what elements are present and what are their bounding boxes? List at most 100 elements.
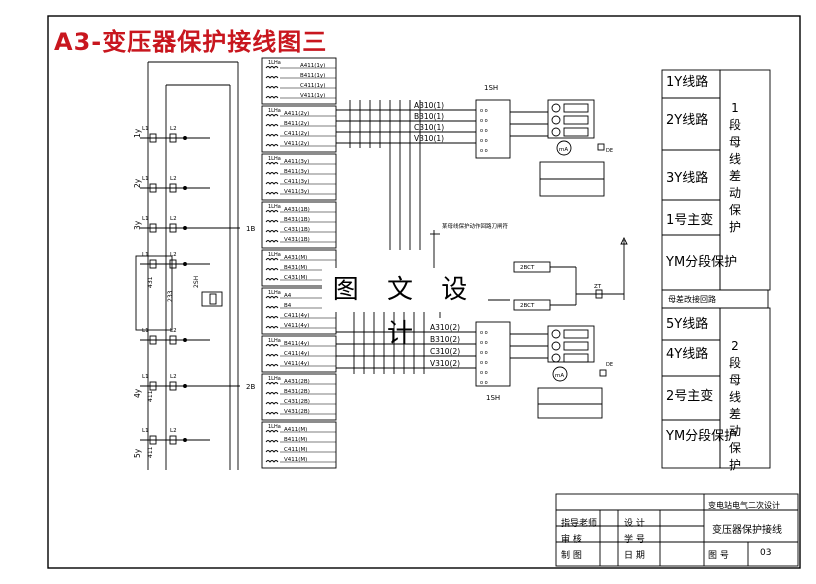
ct-row-label: B411(3y) [284, 169, 309, 175]
junction-dot [183, 136, 187, 140]
tb-label-student-id: 学 号 [624, 535, 645, 545]
ct-label-l1: L1 [142, 328, 149, 334]
ct-row-label: C411(1y) [300, 83, 325, 89]
ct-coil-symbol [265, 306, 279, 309]
ct-row-label: A411(1y) [300, 63, 325, 69]
ct-label-l2: L2 [170, 374, 177, 380]
drawing-title: A3-变压器保护接线图三 [54, 28, 328, 56]
de-label: DE [606, 362, 613, 368]
panel-2-row-2: 4Y线路 [666, 347, 709, 362]
panel-1-side-label: 1 段母线差动保护 [728, 101, 741, 234]
sh-contact: o o [480, 350, 488, 356]
ct-coil-symbol [265, 460, 279, 463]
junction-dot [183, 338, 187, 342]
ct-block [261, 153, 337, 201]
panel-2-row-1: 5Y线路 [666, 317, 709, 332]
sh-switch-1 [475, 99, 511, 159]
ct-label-l1: L1 [142, 126, 149, 132]
ct-group-label-1y: 1y [133, 128, 142, 138]
ct-coil-symbol [265, 392, 279, 395]
relay-array-1 [547, 99, 595, 139]
ct-terminal [149, 435, 157, 445]
drawing-frame [47, 15, 801, 569]
trip-circuit-2 [537, 387, 603, 419]
ct-row-label: V411(4y) [284, 323, 309, 329]
ammeter-2 [552, 366, 568, 382]
ct-block-tag: 1LHa [268, 108, 281, 114]
ct-coil-symbol [265, 172, 279, 175]
ct-terminal [169, 435, 177, 445]
ct-coil-symbol [265, 124, 279, 127]
sh-switch-2 [475, 321, 511, 387]
ct-row-label: C411(4y) [284, 313, 309, 319]
bus1-label: B310(1) [414, 112, 444, 121]
ct-label-l2: L2 [170, 428, 177, 434]
ct-coil-symbol [265, 220, 279, 223]
ct-label-l2: L2 [170, 216, 177, 222]
ct-row-label: V411(1y) [300, 93, 325, 99]
relay-coil [551, 341, 561, 351]
ct-row-label: B431(1B) [284, 217, 310, 223]
ct-terminal [169, 381, 177, 391]
ct-terminal [149, 183, 157, 193]
label-431: 431 [147, 276, 154, 288]
relay-element [563, 127, 589, 137]
ct-group-label-4y: 4y [133, 388, 142, 398]
panel-1-row-5: YM分段保护 [666, 255, 738, 270]
relay-coil [551, 115, 561, 125]
ct-block [261, 373, 337, 421]
ct-row-label: V431(1B) [284, 237, 310, 243]
ct-row-label: B431(M) [284, 265, 307, 271]
ct-block-tag: 1LHa [268, 424, 281, 430]
ct-row-label: B431(2B) [284, 389, 310, 395]
ct-block-tag: 1LHa [268, 156, 281, 162]
ct-row-label: C411(2y) [284, 131, 309, 137]
panel-1-row-3: 3Y线路 [666, 171, 709, 186]
ct-row-label: B411(2y) [284, 121, 309, 127]
2sh-contact [209, 293, 217, 305]
label-411-b: 411 [147, 446, 154, 458]
ct-row-label: C431(M) [284, 275, 307, 281]
panel-2-rows [661, 307, 721, 469]
sh-label-1: 1SH [484, 84, 498, 92]
ct-label-l2: L2 [170, 252, 177, 258]
tb-label-review: 审 核 [561, 535, 582, 545]
tb-label-design: 设 计 [624, 519, 645, 529]
label-2sh: 2SH [193, 276, 200, 288]
panel-2-side-label: 2 段母线差动保护 [728, 339, 741, 472]
ct-block [261, 335, 337, 373]
ct-coil-symbol [265, 144, 279, 147]
ct-row-label: A431(1B) [284, 207, 310, 213]
relay-element [563, 103, 589, 113]
panel-1-row-2: 2Y线路 [666, 113, 709, 128]
ct-terminal [169, 133, 177, 143]
ct-label-l2: L2 [170, 176, 177, 182]
sh-contact: o o [480, 380, 488, 386]
ct-terminal [169, 223, 177, 233]
ct-row-label: B411(4y) [284, 341, 309, 347]
tb-label-date: 日 期 [624, 551, 645, 561]
ammeter-label: mA [559, 147, 568, 153]
ct-coil-symbol [265, 278, 279, 281]
ct-row-label: C411(3y) [284, 179, 309, 185]
ct-row-label: B4 [284, 303, 292, 309]
ct-block-tag: 1LHa [268, 338, 281, 344]
ct-block-tag: 1LHa [268, 252, 281, 258]
ct-block-tag: 1LHa [268, 376, 281, 382]
relay-element [563, 341, 589, 351]
ammeter [556, 140, 572, 156]
de-terminal-2 [599, 369, 607, 377]
junction-dot [183, 262, 187, 266]
sh-contact: o o [480, 370, 488, 376]
sh-contact: o o [480, 148, 488, 154]
ct-row-label: V411(4y) [284, 361, 309, 367]
junction-dot [183, 186, 187, 190]
ct-terminal [149, 335, 157, 345]
ct-coil-symbol [265, 210, 279, 213]
panel-1-row-1: 1Y线路 [666, 75, 709, 90]
bus1-label: C310(1) [414, 123, 444, 132]
ct-block-tag: 1LHa [268, 290, 281, 296]
panel-2-side [719, 307, 771, 469]
